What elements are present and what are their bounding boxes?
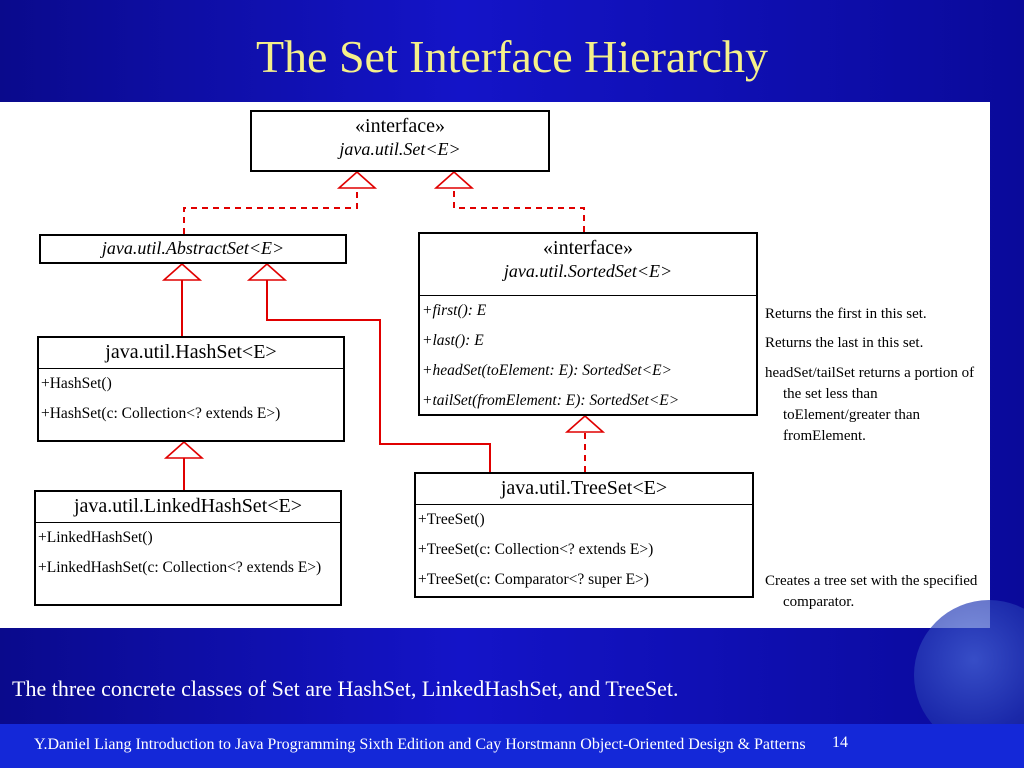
- footer-bar: Y.Daniel Liang Introduction to Java Prog…: [0, 724, 1024, 768]
- diagram-canvas: «interface» java.util.Set<E> java.util.A…: [0, 102, 990, 628]
- note-first: Returns the first in this set.: [765, 306, 927, 322]
- linkedhashset-constructor-default: +LinkedHashSet(): [38, 529, 153, 546]
- sortedset-method-tailset: +tailSet(fromElement: E): SortedSet<E>: [422, 392, 680, 409]
- abstractset-box: java.util.AbstractSet<E>: [39, 234, 347, 264]
- hashset-constructor-default: +HashSet(): [41, 375, 112, 392]
- set-interface-box: «interface» java.util.Set<E>: [250, 110, 550, 172]
- sortedset-class-name: java.util.SortedSet<E>: [503, 261, 673, 281]
- abstractset-header: java.util.AbstractSet<E>: [41, 236, 345, 259]
- set-interface-header: «interface» java.util.Set<E>: [252, 112, 548, 163]
- linkedhashset-box: java.util.LinkedHashSet<E> +LinkedHashSe…: [34, 490, 342, 606]
- sortedset-interface-box: «interface» java.util.SortedSet<E> +firs…: [418, 232, 758, 416]
- note-last: Returns the last in this set.: [765, 335, 924, 351]
- sortedset-method-headset: +headSet(toElement: E): SortedSet<E>: [422, 362, 673, 379]
- sortedset-stereotype: «interface»: [543, 237, 633, 259]
- abstractset-class-name: java.util.AbstractSet<E>: [101, 238, 285, 258]
- sortedset-method-first: +first(): E: [422, 302, 487, 319]
- hashset-box: java.util.HashSet<E> +HashSet() +HashSet…: [37, 336, 345, 442]
- page-number: 14: [832, 734, 848, 751]
- note-headset-tailset: headSet/tailSet returns a portion of the…: [765, 365, 975, 444]
- linkedhashset-header: java.util.LinkedHashSet<E>: [36, 492, 340, 523]
- relationship-lines: [161, 170, 606, 490]
- sortedset-method-last: +last(): E: [422, 332, 484, 349]
- abstractset-arrowhead-right: [246, 262, 288, 281]
- treeset-constructor-comparator: +TreeSet(c: Comparator<? super E>): [418, 571, 649, 588]
- hashset-header: java.util.HashSet<E>: [39, 338, 343, 369]
- sortedset-arrowhead: [564, 414, 606, 433]
- abstractset-arrowhead-left: [161, 262, 203, 281]
- linkedhashset-constructor-collection: +LinkedHashSet(c: Collection<? extends E…: [38, 559, 322, 576]
- abstractset-to-set-line: [183, 188, 358, 234]
- treeset-constructor-default: +TreeSet(): [418, 511, 485, 528]
- note-comparator: Creates a tree set with the specified co…: [765, 573, 978, 610]
- sortedset-to-set-line: [453, 188, 585, 232]
- treeset-constructor-collection: +TreeSet(c: Collection<? extends E>): [418, 541, 654, 558]
- set-stereotype: «interface»: [355, 115, 445, 137]
- treeset-box: java.util.TreeSet<E> +TreeSet() +TreeSet…: [414, 472, 754, 598]
- hashset-constructor-collection: +HashSet(c: Collection<? extends E>): [41, 405, 281, 422]
- sortedset-header: «interface» java.util.SortedSet<E>: [420, 234, 756, 296]
- set-class-name: java.util.Set<E>: [339, 139, 461, 159]
- set-arrowhead-left: [336, 170, 378, 189]
- slide-title: The Set Interface Hierarchy: [255, 31, 769, 82]
- hashset-arrowhead: [163, 440, 205, 459]
- treeset-header: java.util.TreeSet<E>: [416, 474, 752, 505]
- footer-credit: Y.Daniel Liang Introduction to Java Prog…: [34, 736, 806, 753]
- set-arrowhead-right: [433, 170, 475, 189]
- treeset-to-abstractset-line: [266, 280, 491, 472]
- slide-caption: The three concrete classes of Set are Ha…: [12, 676, 679, 701]
